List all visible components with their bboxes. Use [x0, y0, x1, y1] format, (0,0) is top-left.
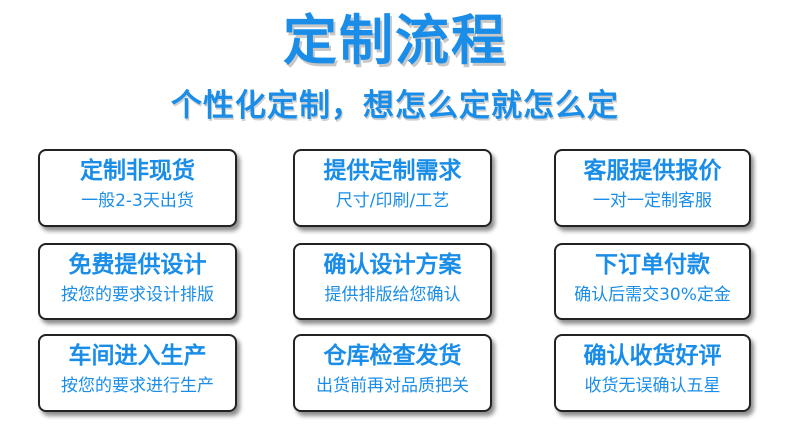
- step-card-7: 车间进入生产 按您的要求进行生产: [38, 334, 237, 412]
- step-title: 客服提供报价: [583, 158, 722, 184]
- step-title: 确认设计方案: [323, 252, 462, 278]
- step-title: 车间进入生产: [68, 343, 207, 369]
- step-card-6: 下订单付款 确认后需交30%定金: [554, 243, 751, 320]
- step-desc: 收货无误确认五星: [584, 376, 721, 396]
- step-card-4: 免费提供设计 按您的要求设计排版: [38, 243, 237, 320]
- step-title: 定制非现货: [80, 158, 195, 184]
- step-desc: 按您的要求进行生产: [61, 376, 214, 396]
- step-desc: 确认后需交30%定金: [574, 285, 731, 305]
- step-desc: 出货前再对品质把关: [316, 376, 469, 396]
- step-card-2: 提供定制需求 尺寸/印刷/工艺: [293, 149, 492, 227]
- step-card-3: 客服提供报价 一对一定制客服: [554, 149, 751, 227]
- step-desc: 一般2-3天出货: [81, 191, 194, 211]
- step-desc: 一对一定制客服: [593, 191, 712, 211]
- page-subtitle: 个性化定制，想怎么定就怎么定: [171, 88, 619, 124]
- step-desc: 按您的要求设计排版: [61, 285, 214, 305]
- step-desc: 提供排版给您确认: [324, 285, 461, 305]
- step-card-9: 确认收货好评 收货无误确认五星: [554, 334, 751, 412]
- step-card-5: 确认设计方案 提供排版给您确认: [293, 243, 492, 320]
- step-title: 仓库检查发货: [323, 343, 462, 369]
- step-card-8: 仓库检查发货 出货前再对品质把关: [293, 334, 492, 412]
- step-title: 确认收货好评: [583, 343, 722, 369]
- page-title: 定制流程: [283, 9, 507, 72]
- step-title: 提供定制需求: [323, 158, 462, 184]
- step-title: 下订单付款: [595, 252, 710, 278]
- step-card-1: 定制非现货 一般2-3天出货: [38, 149, 237, 227]
- step-desc: 尺寸/印刷/工艺: [335, 191, 450, 211]
- step-title: 免费提供设计: [68, 252, 207, 278]
